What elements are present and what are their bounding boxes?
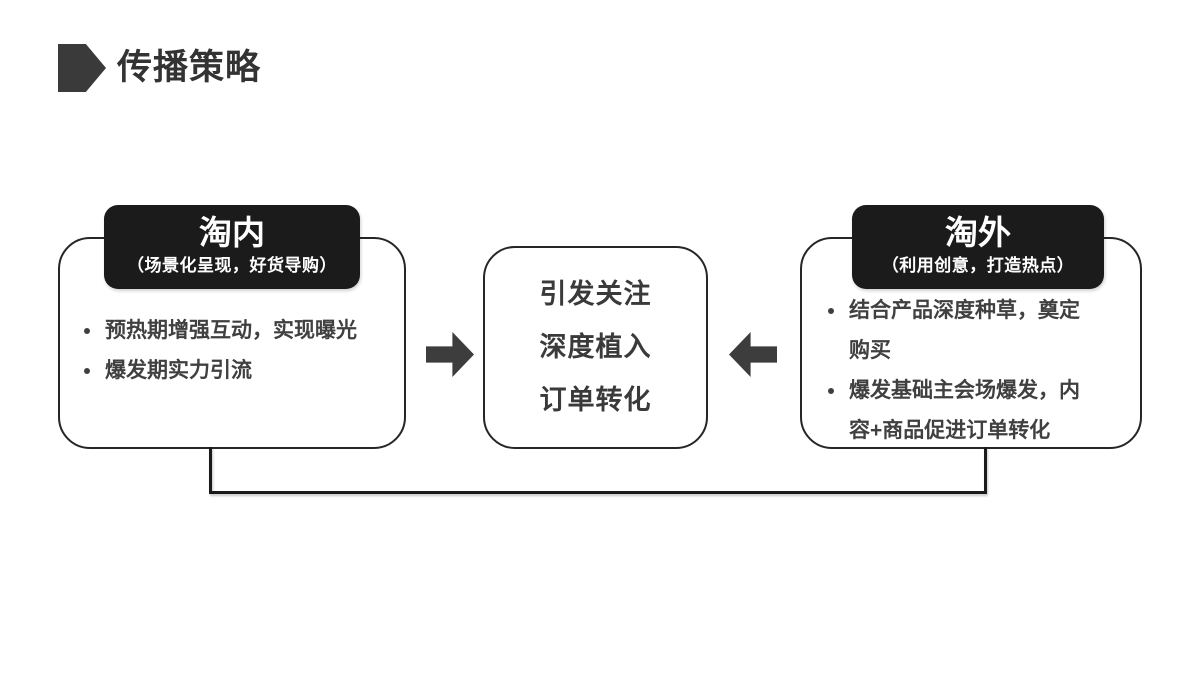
outcome-line: 订单转化 [539,385,652,415]
taowai-header-title: 淘外 [945,214,1011,251]
bullet-dot-icon [84,368,90,374]
list-item: 结合产品深度种草，奠定购买 [828,291,1128,371]
taowai-header-badge: 淘外 （利用创意，打造热点） [852,205,1104,289]
bottom-connector-line [209,447,987,494]
taowai-bullet-list: 结合产品深度种草，奠定购买 爆发基础主会场爆发，内容+商品促进订单转化 [828,291,1128,451]
block-arrow-right-icon [426,332,474,377]
taonei-bullet-list: 预热期增强互动，实现曝光 爆发期实力引流 [84,311,394,391]
outcome-line: 引发关注 [539,279,652,309]
slide-header: 传播策略 [58,44,261,92]
bullet-text: 预热期增强互动，实现曝光 [105,319,357,342]
taonei-panel: 淘内 （场景化呈现，好货导购） 预热期增强互动，实现曝光 爆发期实力引流 [58,205,406,449]
block-arrow-left-icon [729,332,777,377]
taonei-header-title: 淘内 [199,214,265,251]
outcome-lines: 引发关注 深度植入 订单转化 [485,248,706,447]
bullet-text: 爆发期实力引流 [105,359,252,382]
pentagon-right-icon [58,44,106,92]
bullet-text: 结合产品深度种草，奠定购买 [849,299,1080,362]
taowai-header-subtitle: （利用创意，打造热点） [881,256,1075,275]
bullet-text: 爆发基础主会场爆发，内容+商品促进订单转化 [849,379,1080,442]
list-item: 爆发基础主会场爆发，内容+商品促进订单转化 [828,371,1128,451]
list-item: 爆发期实力引流 [84,351,394,391]
list-item: 预热期增强互动，实现曝光 [84,311,394,351]
page-title: 传播策略 [117,48,262,87]
outcome-line: 深度植入 [539,332,652,362]
taonei-header-subtitle: （场景化呈现，好货导购） [127,256,337,275]
taowai-panel: 淘外 （利用创意，打造热点） 结合产品深度种草，奠定购买 爆发基础主会场爆发，内… [800,205,1142,451]
bullet-dot-icon [828,388,834,394]
bullet-dot-icon [828,308,834,314]
bullet-dot-icon [84,328,90,334]
outcome-panel: 引发关注 深度植入 订单转化 [483,246,708,449]
taonei-header-badge: 淘内 （场景化呈现，好货导购） [104,205,360,289]
